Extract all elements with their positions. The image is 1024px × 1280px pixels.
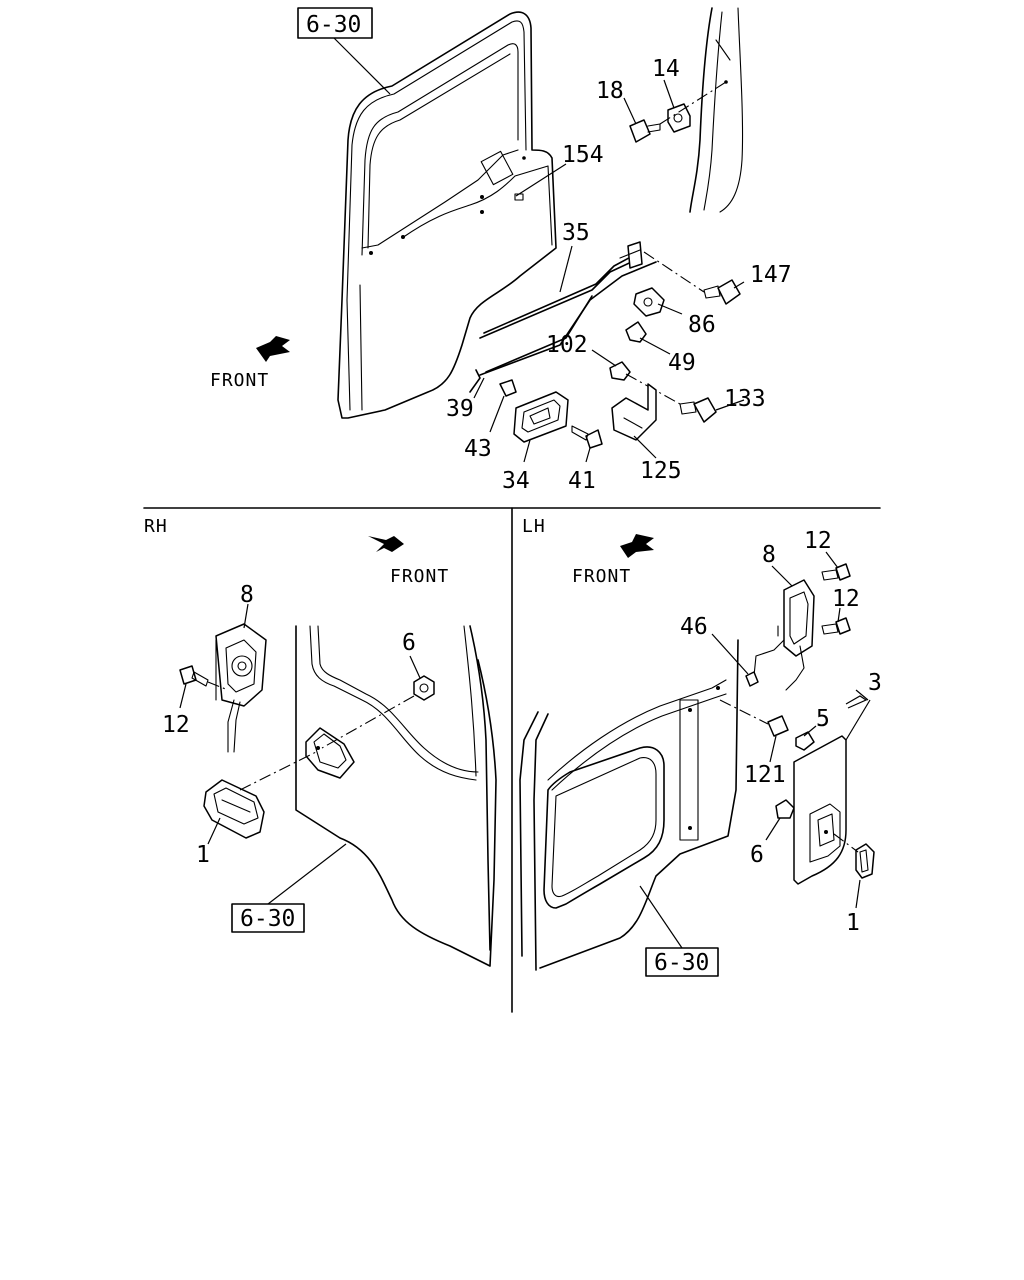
door-lock-8-lh — [753, 579, 815, 691]
callout-125: 125 — [640, 458, 682, 484]
section-label-lh: LH — [522, 516, 546, 537]
front-arrow-icon — [368, 536, 404, 552]
front-label-rh: FRONT — [390, 566, 449, 587]
callout-39: 39 — [446, 396, 474, 422]
callout-5-lh: 5 — [816, 706, 830, 732]
striker-14 — [667, 103, 691, 133]
callout-35: 35 — [562, 220, 590, 246]
inner-handle-34 — [513, 391, 569, 443]
ref-label-upper: 6-30 — [306, 12, 361, 38]
callout-1-lh: 1 — [846, 910, 860, 936]
section-label-rh: RH — [144, 516, 168, 537]
callout-41: 41 — [568, 468, 596, 494]
pillar-upper — [689, 7, 744, 213]
clip-43 — [499, 379, 517, 397]
callout-154: 154 — [562, 142, 604, 168]
callout-43: 43 — [464, 436, 492, 462]
screw-12a-lh — [821, 563, 851, 581]
trim-cover-3-lh — [793, 735, 847, 885]
callout-133: 133 — [724, 386, 766, 412]
nut-6-rh — [413, 675, 435, 701]
door-lock-8-rh — [215, 623, 267, 753]
callout-6-rh: 6 — [402, 630, 416, 656]
ref-label-lh: 6-30 — [654, 950, 709, 976]
bushing-121-lh — [767, 715, 789, 737]
front-label-upper: FRONT — [210, 370, 269, 391]
bolt-18 — [629, 119, 661, 143]
screw-12b-lh — [821, 617, 851, 635]
callout-12b-lh: 12 — [832, 586, 860, 612]
door-panel-lh — [519, 639, 739, 971]
callout-3-lh: 3 — [868, 670, 882, 696]
rh-view: RH FRONT — [144, 516, 497, 967]
callout-147: 147 — [750, 262, 792, 288]
clip-46-lh — [745, 671, 759, 687]
nut-6-lh — [775, 799, 795, 819]
callout-12-rh: 12 — [162, 712, 190, 738]
bolt-147 — [703, 279, 741, 305]
control-rods — [469, 241, 657, 393]
lh-view: LH FRONT 6-30 — [519, 516, 882, 977]
callout-8-lh: 8 — [762, 542, 776, 568]
nut-5-lh — [795, 731, 815, 751]
front-arrow-icon — [256, 336, 290, 362]
upper-view: 6-30 — [210, 7, 792, 494]
bolt-133 — [679, 397, 717, 423]
front-arrow-icon — [620, 534, 654, 558]
callout-6-lh: 6 — [750, 842, 764, 868]
callout-14: 14 — [652, 56, 680, 82]
clip-86 — [633, 287, 665, 317]
clip-49 — [625, 321, 647, 343]
callout-86: 86 — [688, 312, 716, 338]
callout-12a-lh: 12 — [804, 528, 832, 554]
outer-handle-1-lh — [855, 843, 875, 879]
door-panel-rh — [295, 625, 497, 967]
front-label-lh: FRONT — [572, 566, 631, 587]
callout-18: 18 — [596, 78, 624, 104]
callout-49: 49 — [668, 350, 696, 376]
callout-34: 34 — [502, 468, 530, 494]
callout-8-rh: 8 — [240, 582, 254, 608]
callout-102: 102 — [546, 332, 588, 358]
callout-46-lh: 46 — [680, 614, 708, 640]
clip-102 — [609, 361, 631, 381]
ref-box-upper — [297, 7, 373, 39]
callout-121-lh: 121 — [744, 762, 786, 788]
screw-12-rh — [179, 665, 209, 687]
door-pocket-rh — [305, 727, 355, 779]
outer-handle-1-rh — [203, 779, 265, 839]
bracket-125 — [611, 383, 657, 441]
door-panel-upper — [337, 11, 557, 419]
screw-41 — [571, 425, 603, 449]
callout-1-rh: 1 — [196, 842, 210, 868]
ref-label-rh: 6-30 — [240, 906, 295, 932]
